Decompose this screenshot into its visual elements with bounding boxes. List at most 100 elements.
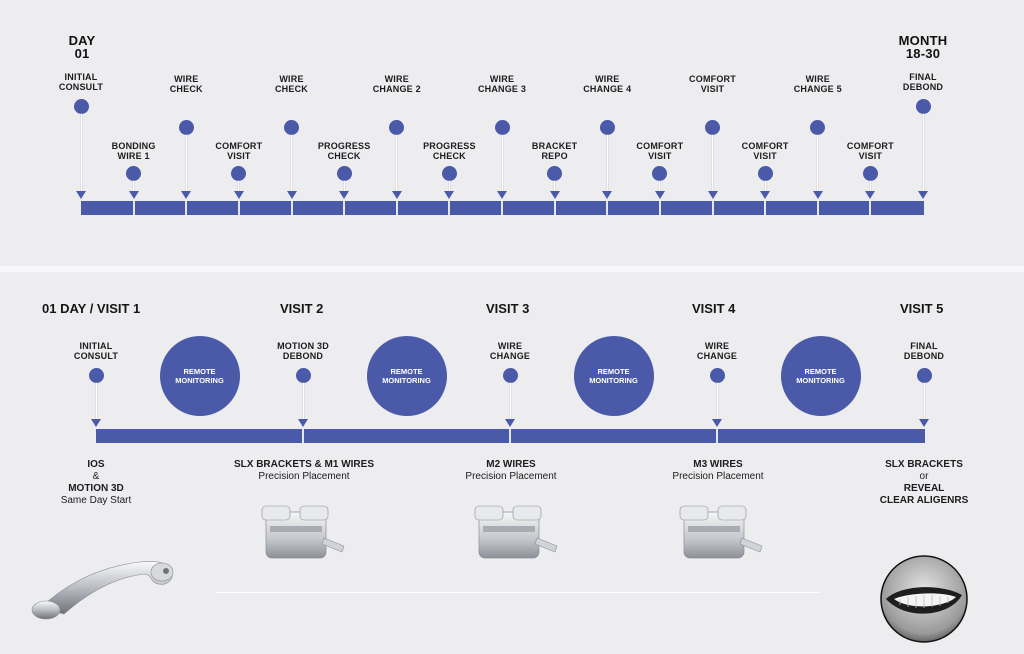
top-milestone-stem xyxy=(764,181,766,191)
top-milestone-stem xyxy=(554,181,556,191)
visit5-details: SLX BRACKETS or REVEAL CLEAR ALIGENRS xyxy=(868,459,980,507)
top-bar-separator xyxy=(658,201,661,215)
top-milestone-label: PROGRESS CHECK xyxy=(317,141,371,161)
bottom-milestone-stem xyxy=(923,383,925,419)
top-milestone-dot xyxy=(810,120,826,135)
top-milestone-arrow xyxy=(707,191,718,199)
top-milestone-stem xyxy=(922,114,924,191)
top-milestone-arrow xyxy=(918,191,928,199)
top-milestone-arrow xyxy=(181,191,192,199)
detail-clear-aligners: CLEAR ALIGENRS xyxy=(879,495,969,506)
top-bar-separator xyxy=(448,201,451,215)
bottom-milestone-label: INITIAL CONSULT xyxy=(73,341,119,361)
bottom-milestone-arrow xyxy=(919,419,929,427)
top-milestone-dot xyxy=(915,99,931,114)
top-milestone-stem xyxy=(185,135,187,191)
top-milestone-dot xyxy=(547,166,563,181)
top-milestone-arrow xyxy=(444,191,455,199)
top-milestone-label: FINAL DEBOND xyxy=(902,72,944,92)
top-milestone-arrow xyxy=(391,191,402,199)
remote-monitoring-circle: REMOTE MONITORING xyxy=(573,336,654,416)
detail-subtitle: Precision Placement xyxy=(672,471,764,482)
remote-monitoring-circle: REMOTE MONITORING xyxy=(780,336,861,416)
top-milestone-arrow xyxy=(760,191,771,199)
top-milestone-arrow xyxy=(812,191,823,199)
bracket-image xyxy=(261,505,345,559)
top-milestone-dot xyxy=(862,166,878,181)
detail-subtitle: Precision Placement xyxy=(465,471,557,482)
top-milestone-stem xyxy=(396,135,398,191)
detail-title: M3 WIRES xyxy=(693,459,743,470)
detail-subtitle: Precision Placement xyxy=(258,471,350,482)
top-milestone-dot xyxy=(73,99,89,114)
top-bar-separator xyxy=(185,201,188,215)
top-milestone-stem xyxy=(817,135,819,191)
visit1-details: IOS & MOTION 3D Same Day Start xyxy=(46,459,146,507)
bracket-image xyxy=(679,505,763,559)
top-milestone-label: BONDING WIRE 1 xyxy=(111,141,156,161)
top-milestone-label: WIRE CHANGE 2 xyxy=(372,74,421,94)
top-milestone-label: PROGRESS CHECK xyxy=(423,141,476,161)
top-milestone-dot xyxy=(178,120,194,135)
detail-title: M2 WIRES xyxy=(486,459,536,470)
top-milestone-arrow xyxy=(233,191,244,199)
bottom-milestone-dot xyxy=(295,368,311,383)
top-bar-separator xyxy=(395,201,398,215)
top-milestone-dot xyxy=(757,166,773,181)
remote-monitoring-circle: REMOTE MONITORING xyxy=(366,336,447,416)
bottom-milestone-label: WIRE CHANGE xyxy=(696,341,738,361)
top-milestone-label: COMFORT VISIT xyxy=(636,141,684,161)
detail-reveal: REVEAL xyxy=(903,483,945,494)
visit4-details: M3 WIRES Precision Placement xyxy=(658,459,778,483)
top-milestone-label: WIRE CHANGE 3 xyxy=(477,74,527,94)
detail-or: or xyxy=(919,471,929,482)
bottom-milestone-arrow xyxy=(298,419,308,427)
top-milestone-stem xyxy=(448,181,450,191)
top-milestone-label: BRACKET REPO xyxy=(531,141,578,161)
bottom-milestone-stem xyxy=(95,383,97,419)
scanner-wand-image xyxy=(31,561,174,620)
top-bar-separator xyxy=(553,201,556,215)
top-milestone-dot xyxy=(126,166,142,181)
bottom-milestone-stem xyxy=(716,383,718,419)
top-bar-separator xyxy=(869,201,872,215)
top-milestone-dot xyxy=(231,166,247,181)
top-bar-separator xyxy=(290,201,293,215)
top-milestone-dot xyxy=(652,166,668,181)
top-milestone-label: WIRE CHECK xyxy=(274,74,308,94)
top-milestone-dot xyxy=(389,120,405,135)
visit3-details: M2 WIRES Precision Placement xyxy=(451,459,571,483)
top-milestone-stem xyxy=(501,135,503,191)
timeline-end-label: MONTH 18-30 xyxy=(898,33,948,61)
top-bar-separator xyxy=(816,201,819,215)
top-bar-separator xyxy=(501,201,503,215)
top-milestone-label: WIRE CHANGE 4 xyxy=(583,74,632,94)
top-bar-separator xyxy=(343,201,346,215)
top-milestone-dot xyxy=(705,120,720,135)
top-milestone-dot xyxy=(336,166,352,181)
top-milestone-arrow xyxy=(128,191,139,199)
bottom-milestone-label: FINAL DEBOND xyxy=(903,341,945,361)
top-milestone-dot xyxy=(494,120,510,135)
top-milestone-arrow xyxy=(286,191,297,199)
remote-monitoring-circle: REMOTE MONITORING xyxy=(159,336,240,416)
top-milestone-arrow xyxy=(654,191,665,199)
detail-ampersand: & xyxy=(92,471,100,482)
detail-motion3d: MOTION 3D xyxy=(68,483,124,494)
visit-heading: VISIT 2 xyxy=(280,301,324,316)
top-milestone-stem xyxy=(606,135,608,191)
top-milestone-stem xyxy=(659,181,661,191)
top-milestone-stem xyxy=(80,114,82,191)
top-bar-separator xyxy=(711,201,714,215)
top-milestone-stem xyxy=(869,181,871,191)
panel-divider xyxy=(0,266,1024,272)
bottom-milestone-stem xyxy=(302,383,304,419)
bottom-bar-separator xyxy=(302,429,304,443)
top-milestone-stem xyxy=(343,181,345,191)
visit-heading: VISIT 4 xyxy=(692,301,736,316)
bottom-milestone-dot xyxy=(709,368,725,383)
bottom-milestone-stem xyxy=(509,383,511,419)
top-milestone-label: COMFORT VISIT xyxy=(846,141,894,161)
detail-ios: IOS xyxy=(87,459,105,470)
top-milestone-stem xyxy=(133,181,135,191)
